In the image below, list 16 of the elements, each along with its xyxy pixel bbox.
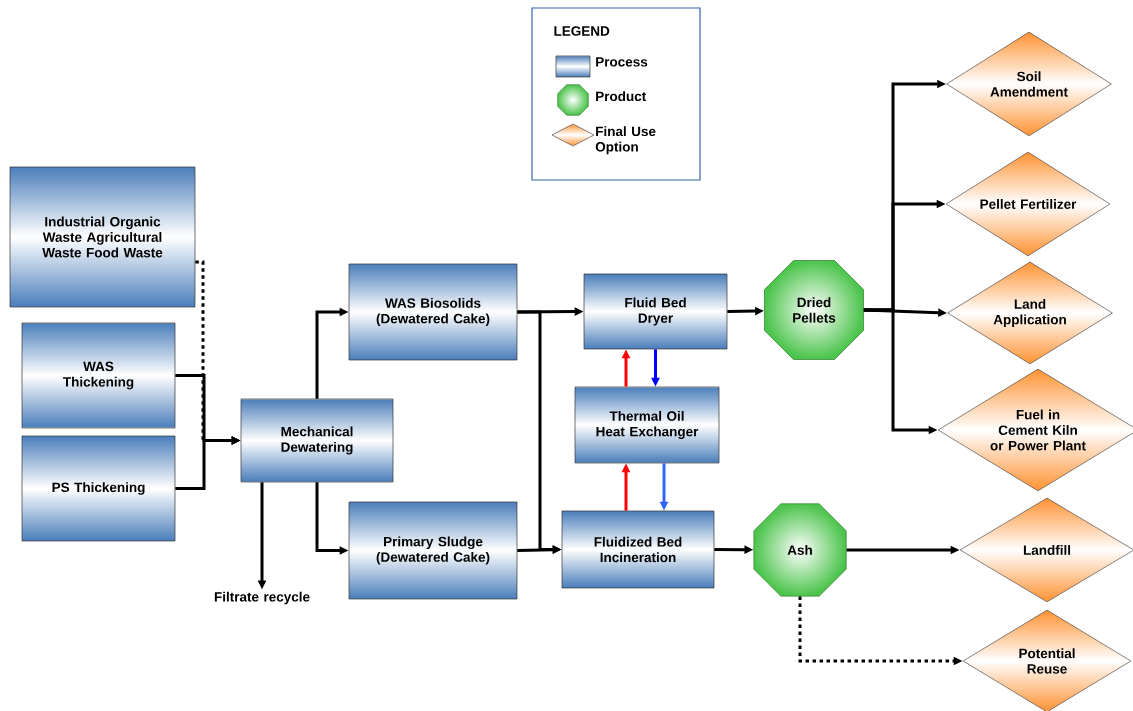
legend-label: Product xyxy=(596,91,647,102)
process-box: Fluid Bed Dryer xyxy=(583,273,728,350)
legend-label: Final Use Option xyxy=(595,126,656,155)
process-box: Primary Sludge (Dewatered Cake) xyxy=(348,501,518,600)
legend-title: LEGEND xyxy=(554,26,610,36)
legend-label: Process xyxy=(596,57,648,67)
process-box: Thermal Oil Heat Exchanger xyxy=(574,386,720,464)
process-box: PS Thickening xyxy=(21,435,176,542)
process-box: Fluidized Bed Incineration xyxy=(561,510,715,589)
process-box: WAS Thickening xyxy=(21,322,176,429)
product-octagon: Dried Pellets xyxy=(764,260,864,360)
product-octagon: Ash xyxy=(753,503,847,597)
process-box: Mechanical Dewatering xyxy=(240,398,394,483)
process-box: Industrial Organic Waste Agricultural Waste Food Waste xyxy=(9,166,196,308)
process-box: WAS Biosolids (Dewatered Cake) xyxy=(348,263,518,361)
output-label: Filtrate recycle xyxy=(214,591,310,605)
